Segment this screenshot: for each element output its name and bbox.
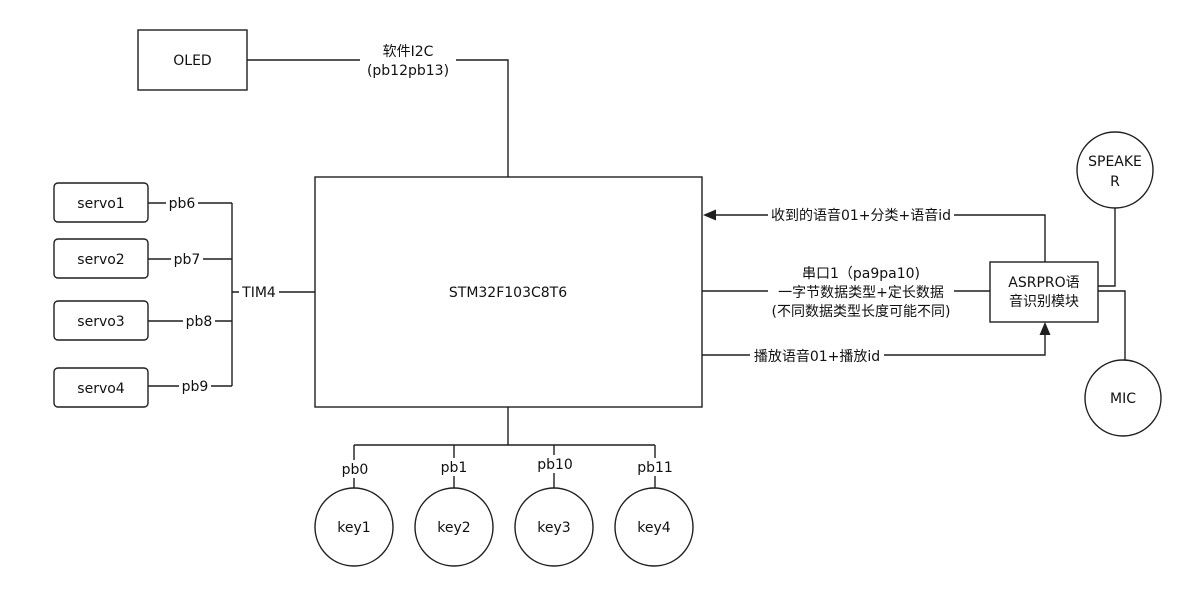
i2c-label-line1: 软件I2C [383, 44, 434, 60]
pb11-label: pb11 [637, 460, 673, 476]
oled-i2c-line [247, 59, 509, 177]
pb1-label: pb1 [441, 460, 468, 476]
pb9-label-bg [179, 378, 211, 394]
mic-label: MIC [1110, 391, 1136, 407]
mic-circle [1084, 359, 1162, 437]
key4-label: key4 [637, 520, 671, 536]
pb10-label-bg [534, 455, 576, 473]
mic-line [1098, 290, 1126, 360]
speaker-label-line2: R [1110, 174, 1120, 190]
pb10-label: pb10 [537, 457, 573, 473]
servo3-box [53, 300, 149, 341]
pb6-label: pb6 [169, 196, 196, 212]
pb9-label: pb9 [182, 379, 209, 395]
i2c-label-line2: (pb12pb13) [367, 63, 449, 79]
key2-label: key2 [437, 520, 470, 536]
mcu-label: STM32F103C8T6 [449, 285, 567, 301]
tx-label-bg [750, 347, 884, 365]
oled-box [137, 29, 248, 91]
uart-label-bg [768, 264, 954, 320]
speaker-circle [1076, 131, 1154, 209]
servo3-label: servo3 [77, 314, 124, 330]
mcu-box [314, 176, 703, 408]
tx-label: 播放语音01+播放id [754, 348, 880, 365]
key3-circle [514, 487, 594, 567]
uart-label-line3: (不同数据类型长度可能不同) [772, 304, 951, 320]
rx-label-bg [768, 206, 954, 224]
uart-label-line2: 一字节数据类型+定长数据 [778, 285, 944, 301]
pb7-label: pb7 [174, 252, 201, 268]
asr-box [989, 261, 1099, 323]
i2c-label-bg [360, 43, 456, 81]
pb11-label-bg [635, 458, 675, 476]
pb8-label: pb8 [186, 314, 213, 330]
servo2-box [53, 238, 149, 279]
tim4-label-bg [239, 284, 279, 300]
servo1-label: servo1 [77, 196, 124, 212]
asr-label-line1: ASRPRO语 [1008, 275, 1079, 291]
key2-circle [414, 487, 494, 567]
key4-circle [614, 487, 694, 567]
pb1-label-bg [439, 458, 469, 476]
key1-label: key1 [337, 520, 370, 536]
servo4-box [53, 367, 149, 408]
pb0-label-bg [339, 460, 371, 478]
asr-label-line2: 音识别模块 [1009, 293, 1079, 310]
pb0-label: pb0 [342, 462, 369, 478]
rx-arrowhead [703, 209, 716, 221]
pb6-label-bg [166, 195, 198, 211]
tx-arrowhead [1039, 322, 1051, 335]
tim4-label: TIM4 [241, 285, 276, 301]
key3-label: key3 [537, 520, 570, 536]
pb7-label-bg [171, 251, 203, 267]
pb8-label-bg [183, 313, 215, 329]
servo1-box [53, 182, 149, 223]
servo4-label: servo4 [77, 381, 125, 397]
uart-label-line1: 串口1（pa9pa10) [802, 266, 920, 282]
speaker-label-line1: SPEAKE [1088, 154, 1142, 170]
rx-label: 收到的语音01+分类+语音id [771, 207, 951, 224]
key1-circle [314, 487, 394, 567]
speaker-line [1098, 208, 1116, 287]
oled-label: OLED [173, 53, 211, 69]
servo2-label: servo2 [77, 252, 124, 268]
